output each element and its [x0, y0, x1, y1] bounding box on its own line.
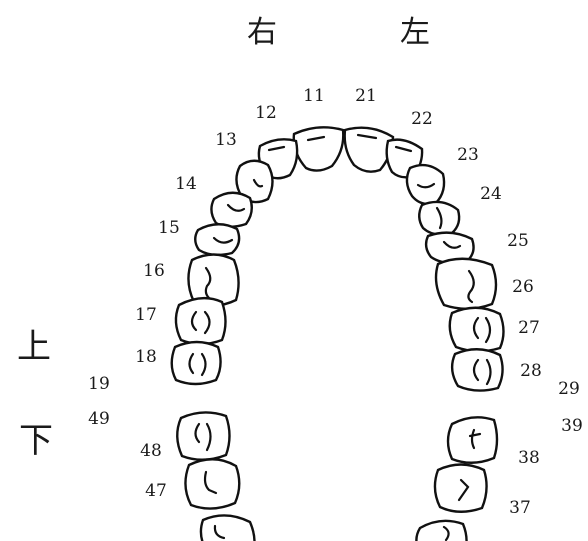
tooth-36-groove [442, 525, 450, 541]
tooth-48 [176, 411, 231, 461]
tooth-number-37: 37 [509, 498, 531, 518]
upper-right-teeth [170, 126, 345, 386]
tooth-25-groove [442, 240, 462, 249]
tooth-14-groove [226, 203, 246, 212]
tooth-12-groove [267, 145, 286, 152]
tooth-23-groove [416, 182, 436, 189]
tooth-18 [170, 340, 222, 386]
tooth-16-groove [204, 266, 212, 300]
tooth-number-15: 15 [158, 218, 180, 238]
tooth-number-24: 24 [480, 184, 502, 204]
tooth-36 [415, 519, 468, 541]
tooth-23 [405, 163, 446, 206]
lower-left-teeth [415, 416, 499, 541]
tooth-18-groove [188, 352, 207, 377]
tooth-number-11: 11 [303, 86, 325, 106]
tooth-17 [174, 297, 227, 346]
tooth-number-25: 25 [507, 231, 529, 251]
tooth-21-groove [356, 133, 378, 140]
tooth-24 [418, 200, 461, 236]
tooth-47-groove [203, 470, 218, 495]
tooth-38-groove [468, 428, 482, 450]
tooth-number-17: 17 [135, 305, 157, 325]
tooth-number-38: 38 [518, 448, 540, 468]
tooth-number-28: 28 [520, 361, 542, 381]
unlabeled-position-numbers: 19 29 49 39 [88, 374, 583, 436]
tooth-number-49: 49 [88, 409, 110, 429]
tooth-14 [210, 191, 253, 228]
tooth-number-26: 26 [512, 277, 534, 297]
tooth-15-groove [212, 236, 234, 244]
tooth-number-22: 22 [411, 109, 433, 129]
tooth-46-groove [213, 524, 226, 540]
tooth-number-23: 23 [457, 145, 479, 165]
tooth-22-groove [394, 145, 413, 153]
tooth-26-groove [467, 269, 475, 304]
tooth-number-21: 21 [355, 86, 377, 106]
tooth-number-29: 29 [558, 379, 580, 399]
tooth-28 [450, 348, 504, 392]
tooth-48-groove [194, 422, 212, 452]
tooth-11 [292, 126, 345, 172]
tooth-24-groove [435, 206, 443, 230]
upper-left-teeth [343, 126, 505, 392]
lower-right-teeth [176, 411, 256, 541]
lower-right-numbers: 48 47 [140, 441, 167, 501]
tooth-number-48: 48 [140, 441, 162, 461]
tooth-16 [187, 253, 240, 307]
upper-jaw-label: 上 [17, 327, 51, 367]
lower-left-numbers: 38 37 [509, 448, 540, 518]
tooth-47 [184, 458, 241, 510]
tooth-27-groove [472, 316, 492, 344]
tooth-27 [448, 306, 505, 353]
tooth-28-groove [472, 358, 492, 386]
tooth-46 [199, 514, 256, 541]
upper-right-numbers: 11 12 13 14 15 16 17 18 [135, 86, 325, 367]
right-side-label: 右 [247, 15, 277, 50]
tooth-13-groove [252, 178, 264, 188]
tooth-number-18: 18 [135, 347, 157, 367]
tooth-26 [434, 257, 498, 310]
tooth-11-groove [306, 135, 326, 142]
tooth-17-groove [190, 310, 211, 335]
tooth-37-groove [457, 478, 470, 502]
tooth-number-13: 13 [215, 130, 237, 150]
tooth-21 [343, 126, 395, 173]
left-side-label: 左 [400, 15, 430, 50]
tooth-number-14: 14 [175, 174, 197, 194]
tooth-number-12: 12 [255, 103, 277, 123]
tooth-number-27: 27 [518, 318, 540, 338]
tooth-number-47: 47 [145, 481, 167, 501]
tooth-number-19: 19 [88, 374, 110, 394]
upper-left-numbers: 21 22 23 24 25 26 27 28 [355, 86, 542, 381]
tooth-37 [433, 463, 488, 513]
tooth-number-16: 16 [143, 261, 165, 281]
tooth-number-39: 39 [561, 416, 583, 436]
lower-jaw-label: 下 [19, 421, 53, 461]
